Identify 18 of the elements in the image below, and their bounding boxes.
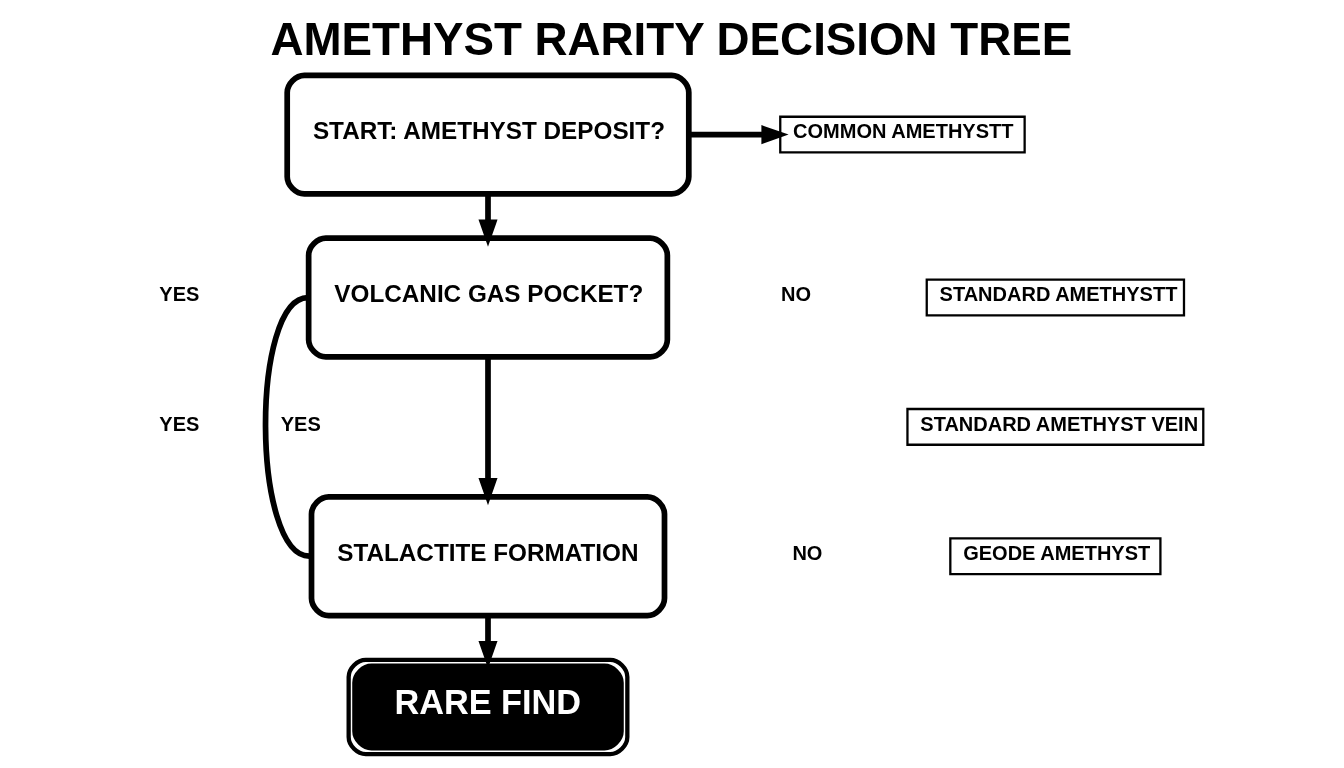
edge-label: YES: [280, 413, 321, 436]
node-box: RARE FIND: [346, 657, 630, 757]
arrow: [478, 357, 498, 506]
label: YES: [159, 283, 200, 306]
arrow: [478, 194, 498, 247]
diagram-title: AMETHYST RARITY DECISION TREE: [270, 13, 1073, 65]
node-box: STALACTITE FORMATION: [308, 494, 668, 619]
node-box: START: AMETHYST DEPOSIT?: [284, 72, 692, 197]
label: YES: [159, 412, 200, 435]
node-box: COMMON AMETHYSTT: [779, 115, 1026, 154]
connector: [262, 294, 311, 559]
arrow: [689, 125, 789, 145]
node-box: STANDARD AMETHYST VEIN: [906, 407, 1205, 446]
label: NO: [780, 283, 811, 306]
node-box: GEODE AMETHYST: [949, 537, 1162, 576]
node-box: STANDARD AMETHYSTT: [925, 278, 1186, 317]
label: NO: [792, 542, 823, 565]
node-box: VOLCANIC GAS POCKET?: [305, 235, 671, 360]
